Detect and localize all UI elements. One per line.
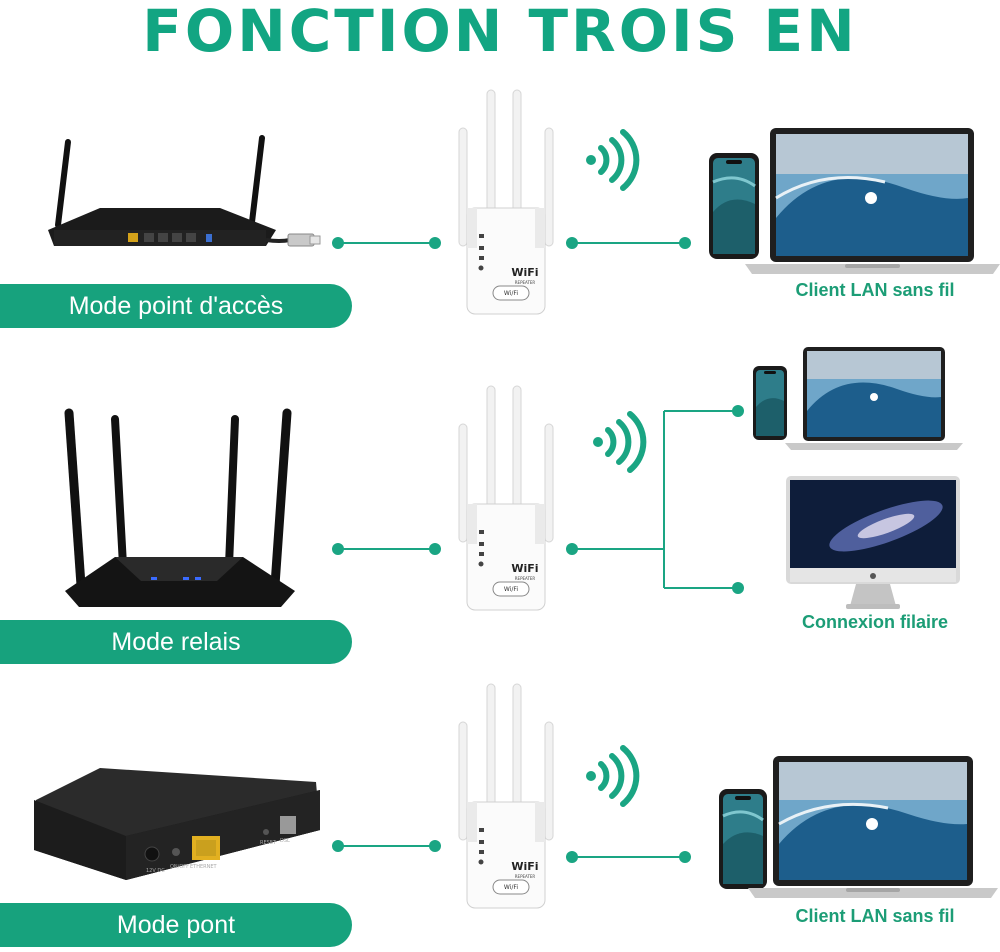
port-label-power: 12V DC (146, 868, 165, 874)
port-label-dsl: DSL (280, 838, 290, 844)
svg-text:WiFi: WiFi (511, 266, 538, 279)
svg-text:WiFi: WiFi (511, 860, 538, 873)
svg-text:Wi/Fi: Wi/Fi (504, 586, 519, 593)
wifi-repeater-icon: WiFi REPEATER Wi/Fi (458, 385, 554, 611)
client-label-wired: Connexion filaire (801, 612, 949, 632)
svg-text:Wi/Fi: Wi/Fi (504, 884, 519, 891)
wifi-signal-icon (586, 129, 640, 191)
client-label-wireless-lan: Client LAN sans fil (795, 280, 955, 300)
smartphone-icon (709, 153, 759, 259)
apple-logo-icon (870, 393, 878, 401)
wifi-signal-icon (593, 411, 647, 473)
port-label-ethernet: ETHERNET (190, 864, 218, 870)
smartphone-icon (719, 789, 767, 889)
svg-text:REPEATER: REPEATER (515, 280, 536, 285)
modem-box-icon: 12V DC ON/OFF ETHERNET RESET DSL (34, 768, 320, 880)
laptop-icon (785, 347, 963, 450)
client-label-wireless-lan: Client LAN sans fil (795, 906, 955, 926)
mode-label-access-point: Mode point d'accès (0, 284, 352, 328)
svg-text:WiFi: WiFi (511, 562, 538, 575)
page-title: FONCTION TROIS EN (142, 0, 858, 65)
mode-label-bridge: Mode pont (0, 903, 352, 947)
svg-text:REPEATER: REPEATER (515, 576, 536, 581)
wifi-signal-icon (586, 745, 640, 807)
svg-text:Wi/Fi: Wi/Fi (504, 290, 519, 297)
port-label-onoff: ON/OFF (170, 864, 189, 870)
apple-logo-icon (866, 818, 878, 830)
desktop-computer-icon (786, 476, 960, 609)
laptop-icon (745, 128, 1000, 274)
wifi-repeater-icon: WiFi REPEATER Wi/Fi (458, 683, 554, 909)
router-wired-icon (48, 135, 321, 247)
port-label-reset: RESET (260, 840, 277, 846)
router-four-antenna-icon (64, 408, 295, 607)
smartphone-icon (753, 366, 787, 440)
apple-logo-icon (865, 192, 877, 204)
laptop-icon (748, 756, 998, 898)
apple-logo-icon (870, 573, 876, 579)
wifi-repeater-icon: WiFi REPEATER Wi/Fi (458, 89, 554, 315)
svg-text:REPEATER: REPEATER (515, 874, 536, 879)
mode-label-relay: Mode relais (0, 620, 352, 664)
